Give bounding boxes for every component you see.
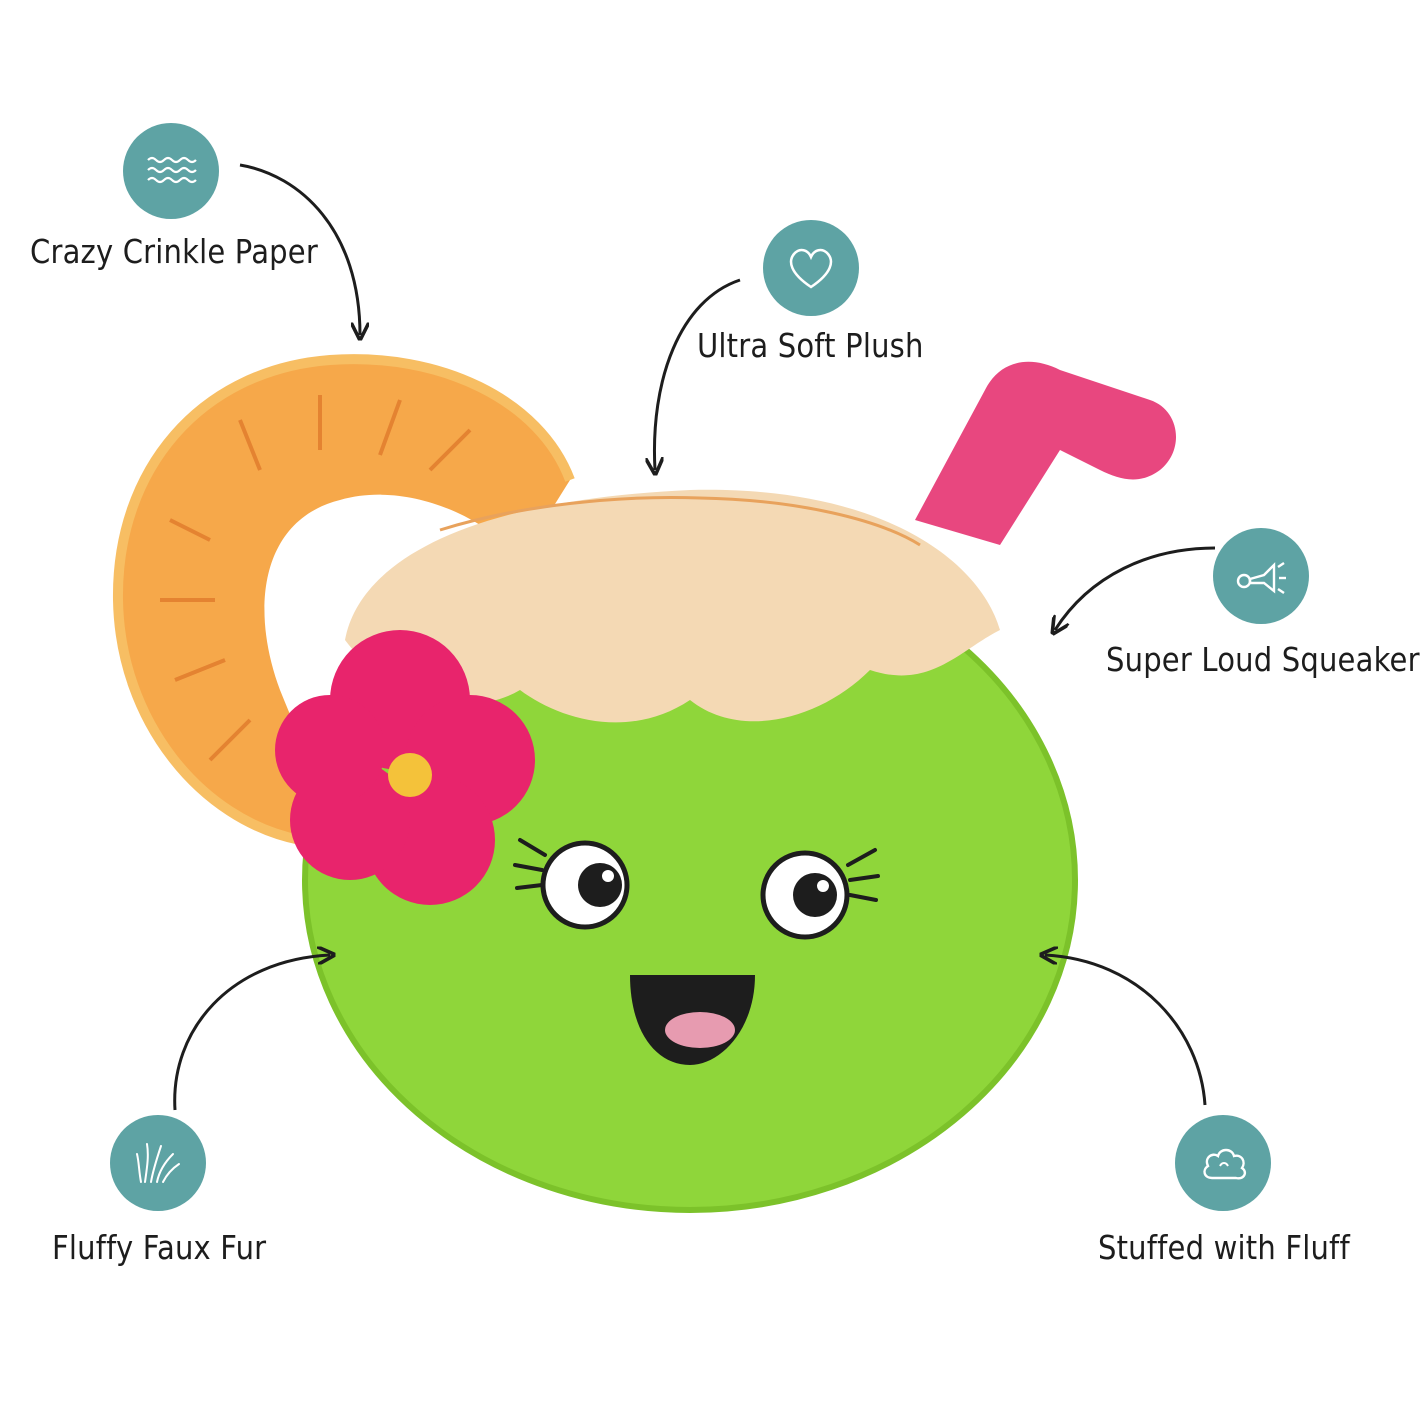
arrow-fluff <box>1045 955 1207 1106</box>
cloud-icon <box>1203 1148 1247 1180</box>
straw <box>915 361 1177 545</box>
feature-label-squeaker: Super Loud Squeaker <box>1106 640 1420 679</box>
fur-badge <box>110 1115 206 1211</box>
horn-icon <box>1236 562 1286 594</box>
coconut-top <box>345 489 1000 723</box>
feature-label-fur: Fluffy Faux Fur <box>52 1228 267 1267</box>
crinkle-badge <box>123 123 219 219</box>
feature-label-fluff: Stuffed with Fluff <box>1098 1228 1350 1267</box>
heart-icon <box>789 248 833 289</box>
feature-label-crinkle: Crazy Crinkle Paper <box>30 232 318 271</box>
arrow-squeaker <box>1055 546 1216 630</box>
feature-label-plush: Ultra Soft Plush <box>697 326 924 365</box>
fluff-badge <box>1175 1115 1271 1211</box>
arrow-fur <box>173 955 330 1111</box>
squeaker-badge <box>1213 528 1309 624</box>
arrow-crinkle <box>239 163 360 335</box>
hibiscus-flower <box>275 630 535 905</box>
eyes <box>513 838 880 940</box>
fur-icon <box>136 1143 180 1183</box>
plush-badge <box>763 220 859 316</box>
pineapple-ring <box>112 354 575 845</box>
wavy-lines-icon <box>147 156 197 184</box>
arrow-plush <box>654 278 741 470</box>
